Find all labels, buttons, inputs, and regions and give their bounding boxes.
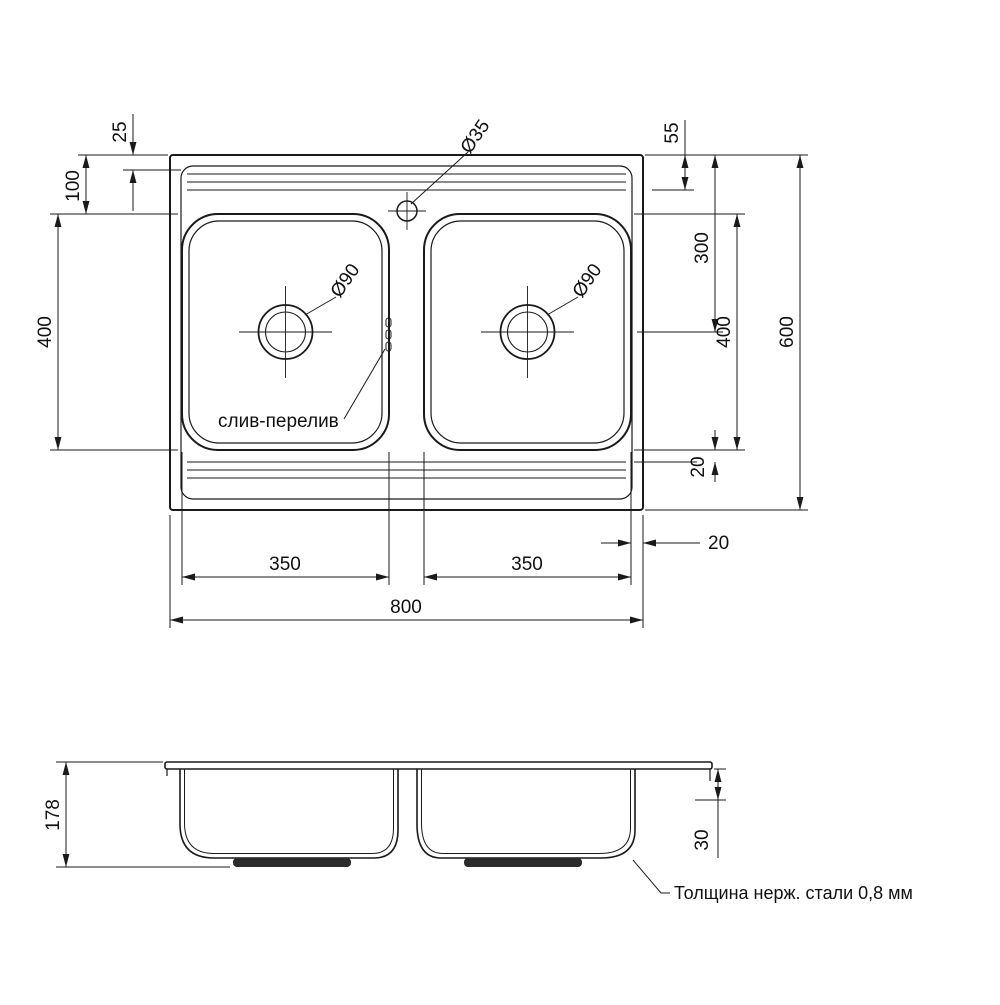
dim-overall-height [645,155,808,511]
overflow-label: слив-перелив [218,411,339,432]
dim-overall-width [169,515,643,628]
faucet-hole [388,192,426,230]
dim-label-800: 800 [390,597,422,618]
overflow-leader [343,348,386,420]
bowl-right-outer [423,213,632,451]
dim-label-55: 55 [662,122,683,143]
dim-label-600: 600 [777,316,798,348]
dim-rim-height [695,768,726,858]
thickness-note-leader [632,859,670,894]
bowl-right-profile-inner [421,769,631,854]
overflow-slots [385,317,392,352]
dim-label-300: 300 [692,232,713,264]
foot-left [233,858,351,867]
dim-bowl-width-right [423,452,631,585]
dim-offset-top-inner [78,114,181,211]
dim-top-to-drain [637,155,723,333]
rim-flange [164,761,713,770]
bowl-left-profile-outer [179,769,399,859]
top-view [50,114,808,628]
faucet-leader [410,151,469,205]
dim-label-350-left: 350 [269,554,301,575]
bowl-left-inner [188,220,383,444]
drainer-ridges-top [187,173,626,191]
bowl-left [181,213,390,451]
dim-faucet-offset [645,120,808,191]
drainer-ridges-bottom [187,461,626,479]
bowl-left-outer [181,213,390,451]
dim-label-350-right: 350 [511,554,543,575]
bowl-right [423,213,632,451]
dim-bowl-to-edge [601,452,700,628]
dim-bowl-to-inner-line [634,430,719,482]
drain-left-diameter-label: Ø90 [327,260,365,301]
drain-right-leader [546,296,579,316]
bowl-right-inner [430,220,625,444]
drain-left-leader [304,296,337,316]
dim-label-25: 25 [110,121,131,142]
drain-right [481,286,574,378]
dim-label-20-right: 20 [688,456,709,477]
bowl-right-profile-outer [416,769,636,859]
dim-overall-depth [56,761,230,868]
dim-bowl-height-left [50,214,178,451]
drain-left [239,286,332,378]
dim-label-100: 100 [63,170,84,202]
faucet-diameter-label: Ø35 [457,116,495,157]
dim-bowl-width-left [181,452,390,585]
side-view [56,761,726,894]
dim-label-20-bottom: 20 [708,533,729,554]
bowl-left-profile-inner [184,769,394,854]
dim-bowl-height-right [634,213,745,451]
sink-outer-edge [169,154,644,511]
dim-label-400-left: 400 [35,316,56,348]
dim-label-178: 178 [43,799,64,831]
dim-label-400-right: 400 [714,316,735,348]
sink-outline [169,154,644,511]
leader-lines [304,151,579,420]
labels: 25 100 400 55 300 400 20 600 20 350 350 … [35,116,913,903]
dim-top-to-bowl [50,155,178,215]
thickness-note: Толщина нерж. стали 0,8 мм [674,883,913,903]
foot-right [464,858,582,867]
dim-label-30: 30 [692,829,713,850]
drain-right-diameter-label: Ø90 [569,260,607,301]
